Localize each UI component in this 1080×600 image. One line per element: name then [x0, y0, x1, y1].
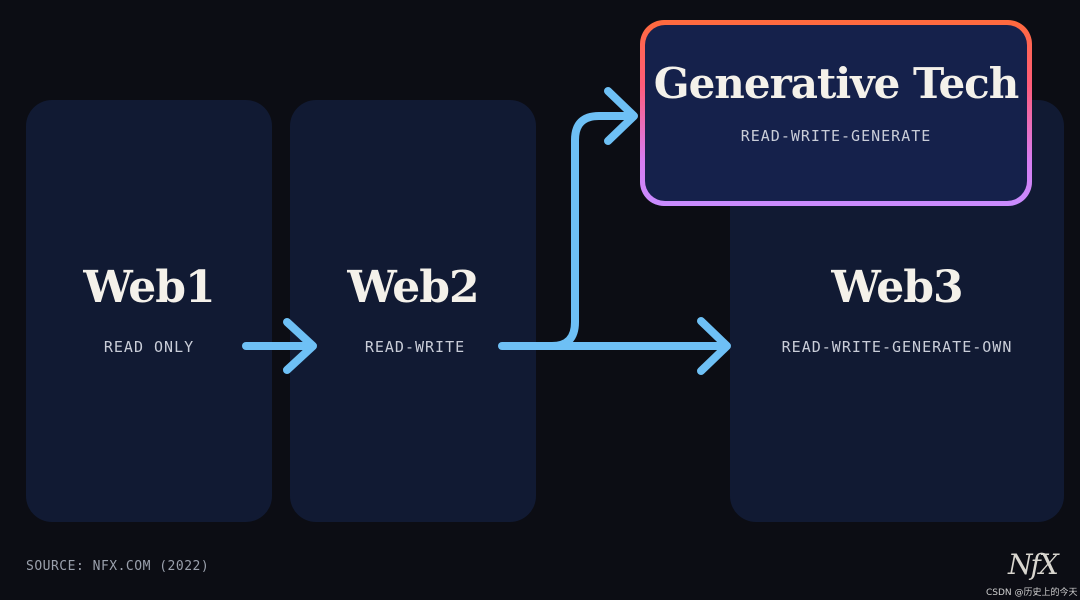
generative-subtitle: READ-WRITE-GENERATE — [740, 127, 932, 145]
web1-title: Web1 — [83, 262, 215, 313]
watermark: CSDN @历史上的今天 — [986, 588, 1078, 598]
web3-subtitle: READ-WRITE-GENERATE-OWN — [781, 338, 1013, 356]
web1-card: Web1 READ ONLY — [26, 100, 272, 522]
web3-title: Web3 — [831, 262, 963, 313]
web2-card: Web2 READ-WRITE — [290, 100, 536, 522]
arrow-branch-to-generative-head — [604, 87, 638, 145]
generative-title: Generative Tech — [653, 59, 1020, 108]
web1-subtitle: READ ONLY — [103, 338, 195, 356]
web2-title: Web2 — [347, 262, 479, 313]
arrow-branch-to-generative — [548, 112, 636, 350]
web2-subtitle: READ-WRITE — [364, 338, 466, 356]
source-caption: SOURCE: NFX.COM (2022) — [26, 559, 210, 574]
arrow-web2-to-web3-head — [697, 317, 731, 375]
arrow-web1-to-web2-head — [283, 318, 317, 374]
nfx-logo: NfX — [1008, 548, 1059, 581]
generative-card: Generative Tech READ-WRITE-GENERATE — [645, 25, 1027, 201]
